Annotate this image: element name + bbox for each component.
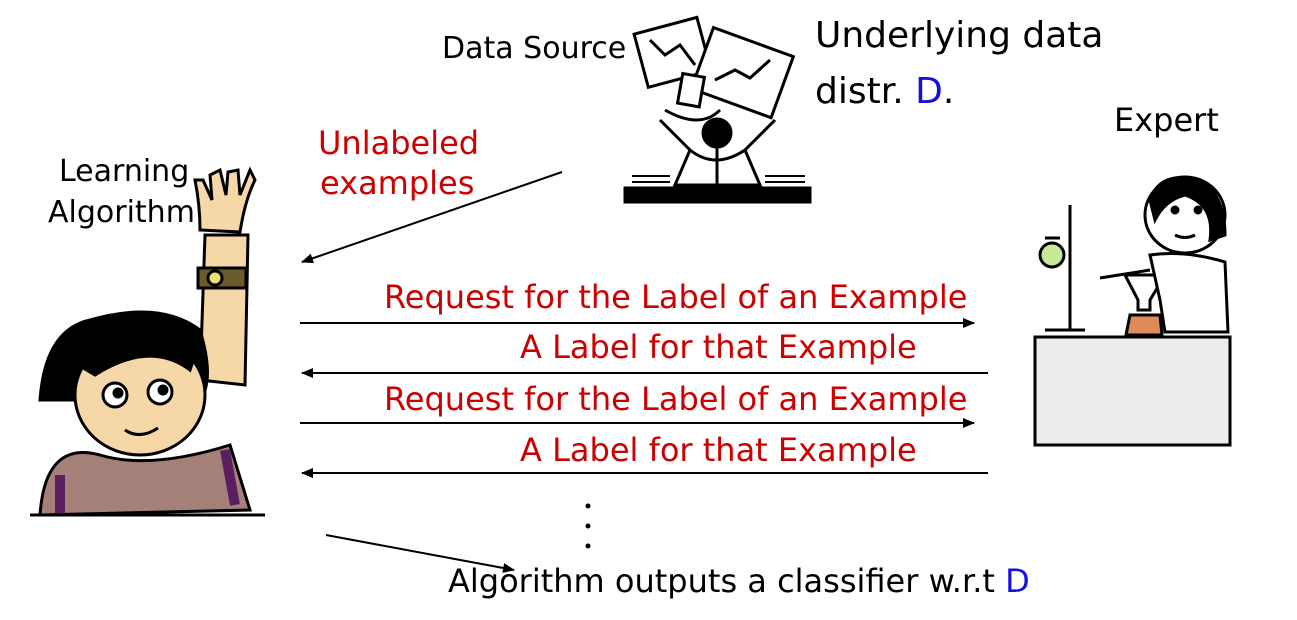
output-label: Algorithm outputs a classifier w.r.t D: [448, 565, 1030, 597]
unlabeled-examples-arrow: [301, 171, 563, 264]
unlabeled-examples-line1: Unlabeled: [318, 124, 480, 162]
arrows: [300, 171, 988, 573]
unlabeled-examples-line2: examples: [320, 164, 475, 202]
underlying-distribution-line2: distr. D.: [815, 74, 954, 110]
data-source-label: Data Source: [442, 31, 627, 66]
data-source-illustration: [623, 15, 812, 204]
underlying-suffix: .: [942, 71, 955, 112]
underlying-prefix: distr.: [815, 71, 916, 112]
distribution-symbol: D: [915, 71, 943, 112]
request-label-2: Request for the Label of an Example: [384, 380, 968, 418]
output-prefix: Algorithm outputs a classifier w.r.t: [448, 562, 1006, 600]
expert-label: Expert: [1114, 101, 1219, 139]
underlying-distribution-line1: Underlying data: [815, 15, 1104, 56]
response-label-1: A Label for that Example: [520, 328, 917, 366]
request-label-1: Request for the Label of an Example: [384, 278, 968, 316]
learner-illustration: [30, 166, 265, 517]
output-arrow: [325, 534, 515, 573]
learning-algorithm-line2: Algorithm: [48, 195, 195, 230]
learning-algorithm-line1: Learning: [59, 154, 190, 189]
output-symbol: D: [1005, 562, 1030, 600]
response-label-2: A Label for that Example: [520, 431, 917, 469]
expert-illustration: [1033, 175, 1232, 447]
ellipsis-dots: [585, 503, 591, 549]
